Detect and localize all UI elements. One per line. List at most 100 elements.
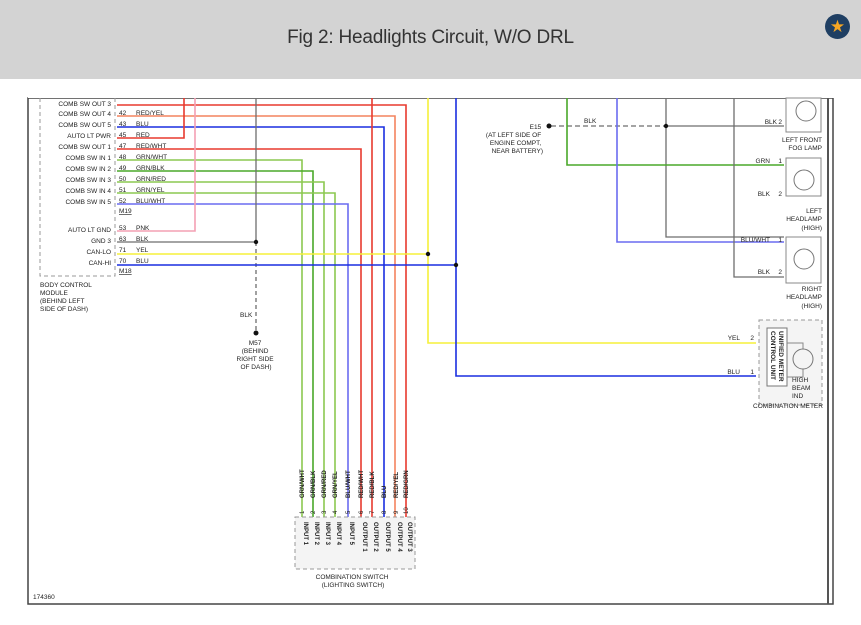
favorite-button[interactable]: ★: [825, 14, 850, 39]
bcm-pin-label: COMB SW IN 1: [65, 155, 111, 162]
bcm-pin-number: 50: [119, 176, 127, 183]
switch-wire-color: RED/WHT: [359, 470, 365, 498]
switch-pin-number: 5: [346, 510, 352, 514]
wire-grn-left-head: [566, 98, 784, 166]
switch-pin-label: INPUT 2: [313, 522, 319, 546]
switch-pin-number: 8: [382, 510, 388, 514]
e15-name: E15 (AT LEFT SIDE OF ENGINE COMPT, NEAR …: [486, 124, 543, 155]
svg-text:1: 1: [778, 237, 782, 244]
switch-pin-label: INPUT 5: [348, 522, 354, 546]
splice-dot: [425, 251, 431, 257]
switch-pin-number: 9: [394, 510, 400, 514]
bcm-pin-number: 49: [119, 165, 127, 172]
star-icon: ★: [829, 17, 846, 36]
bcm-name: BODY CONTROL MODULE (BEHIND LEFT SIDE OF…: [40, 282, 93, 313]
bcm-pin-number: 63: [119, 236, 127, 243]
bcm-pin-number: 42: [119, 110, 127, 117]
bcm-connector-m19: M19: [119, 208, 132, 215]
bcm-pin-number: 53: [119, 225, 127, 232]
wire-blu-wht: [117, 203, 349, 517]
switch-wire-color: RED/YEL: [394, 472, 400, 498]
bcm-pin-label: CAN-HI: [89, 260, 112, 267]
bcm-wire-color: RED/YEL: [136, 110, 164, 117]
figure-id: 174360: [33, 594, 55, 601]
switch-wire-color: BLU/WHT: [346, 470, 352, 498]
switch-pin-label: OUTPUT 2: [372, 522, 378, 552]
bcm-wire-color: RED: [136, 132, 150, 139]
switch-pin-label: OUTPUT 4: [396, 522, 402, 552]
svg-text:COMBINATION METER: COMBINATION METER: [753, 403, 823, 410]
combination-switch-name: COMBINATION SWITCH (LIGHTING SWITCH): [316, 574, 391, 589]
bcm-wire-color: BLU: [136, 258, 149, 265]
bcm-pin-number: 70: [119, 258, 127, 265]
bcm-wire-color: GRN/YEL: [136, 187, 165, 194]
bcm-wire-color: GRN/WHT: [136, 154, 167, 161]
switch-pin-number: 4: [333, 510, 339, 514]
svg-text:BLK: BLK: [758, 191, 771, 198]
svg-text:2: 2: [778, 269, 782, 276]
figure-title: Fig 2: Headlights Circuit, W/O DRL: [287, 27, 574, 48]
bcm-wire-color: YEL: [136, 247, 149, 254]
diagram-frame: [27, 97, 834, 605]
bcm-connector-m18: M18: [119, 268, 132, 275]
bcm-pin-number: 48: [119, 154, 127, 161]
switch-pin-number: 10: [404, 507, 410, 514]
e15-wire-label: BLK: [584, 118, 597, 125]
wire-out3: [117, 104, 407, 517]
switch-pin-label: OUTPUT 1: [361, 522, 367, 552]
wire-blu-wht-right-head: [616, 98, 784, 243]
switch-pin-label: INPUT 4: [335, 522, 341, 546]
switch-wire-color: GRN/YEL: [333, 471, 339, 498]
svg-text:1: 1: [778, 158, 782, 165]
switch-wire-color: RED/GRN: [404, 470, 410, 498]
splice-dot: [663, 123, 669, 129]
bcm-pin-label: COMB SW IN 4: [65, 188, 111, 195]
svg-text:BLK: BLK: [758, 269, 771, 276]
wire-blk-left-head: [665, 98, 784, 238]
svg-text:2: 2: [778, 191, 782, 198]
switch-wire-color: GRN/BLK: [311, 470, 317, 498]
bcm-pin-label: COMB SW IN 3: [65, 177, 111, 184]
switch-wire-color: GRN/RED: [322, 470, 328, 498]
m57-name: M57 (BEHIND RIGHT SIDE OF DASH): [237, 340, 276, 371]
bcm-pin-number: 45: [119, 132, 127, 139]
bcm-pin-label: COMB SW IN 2: [65, 166, 111, 173]
switch-pin-label: OUTPUT 3: [406, 522, 412, 552]
svg-text:1: 1: [750, 369, 754, 376]
wire-pnk: [117, 98, 196, 232]
svg-text:YEL: YEL: [728, 335, 741, 342]
svg-text:BLK: BLK: [765, 119, 778, 126]
wire-blu: [117, 126, 385, 517]
switch-pin-number: 2: [311, 510, 317, 514]
bcm-wire-color: BLU: [136, 121, 149, 128]
svg-text:GRN: GRN: [756, 158, 771, 165]
bcm-pin-number: 71: [119, 247, 127, 254]
svg-text:2: 2: [778, 119, 782, 126]
switch-pin-label: INPUT 3: [324, 522, 330, 546]
bcm-wire-color: BLK: [136, 236, 149, 243]
bcm-pin-label: COMB SW IN 5: [65, 199, 111, 206]
combination-switch-box: [294, 516, 416, 570]
bcm-wire-color: GRN/BLK: [136, 165, 165, 172]
switch-pin-label: INPUT 1: [302, 522, 308, 546]
svg-text:BLU/WHT: BLU/WHT: [741, 237, 770, 244]
svg-text:UNIFIED METERCONTROL UNIT: UNIFIED METERCONTROL UNIT: [769, 331, 784, 382]
m57-ground-icon: [253, 330, 259, 336]
svg-text:2: 2: [750, 335, 754, 342]
bcm-wire-color: PNK: [136, 225, 150, 232]
bcm-wire-color: GRN/RED: [136, 176, 166, 183]
splice-dot: [253, 239, 259, 245]
splice-dot: [453, 262, 459, 268]
bcm-pin-label: COMB SW OUT 1: [58, 144, 111, 151]
switch-wire-color: RED/BLK: [370, 471, 376, 498]
